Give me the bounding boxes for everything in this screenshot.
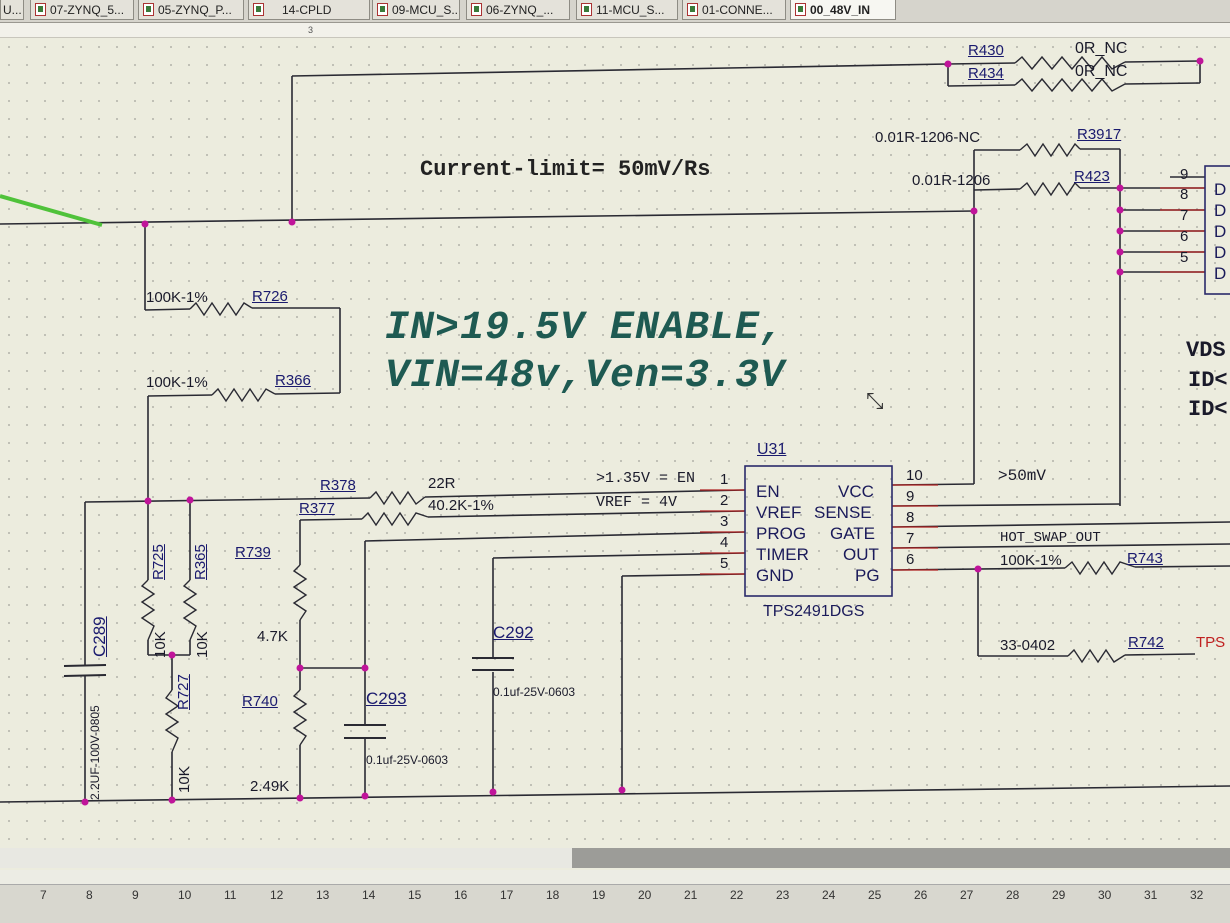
r739-symbol	[292, 564, 308, 621]
r3917-symbol	[1019, 142, 1081, 158]
ruler-mark: 3	[308, 25, 314, 35]
r434-symbol	[1014, 77, 1126, 93]
ruler-number: 11	[224, 888, 237, 902]
schematic-drawing	[0, 55, 1230, 806]
mosfet-body[interactable]	[1204, 165, 1230, 295]
top-ruler: 3	[0, 23, 1230, 38]
tab-00-48v-in[interactable]: 00_48V_IN	[790, 0, 896, 20]
horizontal-scrollbar[interactable]	[0, 848, 1230, 868]
ruler-number: 13	[316, 888, 330, 902]
c289-plate-bottom	[63, 674, 107, 677]
r378-symbol	[369, 490, 426, 506]
tab-label: 07-ZYNQ_5...	[50, 3, 125, 17]
scrollbar-thumb[interactable]	[572, 848, 1230, 868]
tab-label: 11-MCU_S...	[596, 3, 665, 17]
tab-label: U...	[3, 3, 22, 17]
tab-label: 00_48V_IN	[810, 3, 871, 17]
r727-symbol	[164, 689, 180, 753]
ruler-number: 18	[546, 888, 560, 902]
schematic-document-icon	[35, 3, 46, 16]
ruler-number: 28	[1006, 888, 1020, 902]
resistor-symbols	[140, 55, 1136, 753]
ruler-number: 26	[914, 888, 928, 902]
tab-11-mcu[interactable]: 11-MCU_S...	[576, 0, 678, 20]
ruler-number: 31	[1144, 888, 1158, 902]
wires	[0, 60, 1230, 803]
tab-07-zynq[interactable]: 07-ZYNQ_5...	[30, 0, 134, 20]
ruler-number: 20	[638, 888, 652, 902]
ruler-number: 22	[730, 888, 744, 902]
capacitor-symbols	[63, 657, 514, 739]
r430-symbol	[1014, 55, 1126, 71]
pin-stubs	[700, 187, 1205, 575]
schematic-document-icon	[253, 3, 264, 16]
ruler-number: 32	[1190, 888, 1204, 902]
bottom-ruler: 7 8 9 10 11 12 13 14 15 16 17 18 19 20 21 22 23 24 25 26 27 2…	[0, 884, 1230, 923]
schematic-document-icon	[795, 3, 806, 16]
ruler-number: 16	[454, 888, 468, 902]
tab-label: 05-ZYNQ_P...	[158, 3, 232, 17]
selected-wire[interactable]	[0, 194, 103, 227]
schematic-document-icon	[471, 3, 482, 16]
r740-symbol	[292, 689, 308, 746]
r365-symbol	[182, 579, 198, 641]
schematic-document-icon	[143, 3, 154, 16]
junction-dots	[81, 57, 1204, 806]
tab-01-conne[interactable]: 01-CONNE...	[682, 0, 786, 20]
tab-06-zynq[interactable]: 06-ZYNQ_...	[466, 0, 570, 20]
schematic-document-icon	[687, 3, 698, 16]
tab-label: 09-MCU_S...	[392, 3, 460, 17]
r742-symbol	[1067, 648, 1126, 664]
ruler-number: 17	[500, 888, 514, 902]
ruler-number: 23	[776, 888, 790, 902]
ruler-number: 9	[132, 888, 139, 902]
document-tab-bar: U... 07-ZYNQ_5... 05-ZYNQ_P... 14-CPLD 0…	[0, 0, 1230, 23]
ruler-number: 15	[408, 888, 422, 902]
r377-symbol	[361, 511, 429, 527]
ruler-number: 7	[40, 888, 47, 902]
r726-symbol	[189, 301, 253, 317]
tab-label: 14-CPLD	[282, 3, 332, 17]
r743-symbol	[1064, 560, 1136, 576]
tab-label: 01-CONNE...	[702, 3, 773, 17]
schematic-document-icon	[377, 3, 388, 16]
r423-symbol	[1019, 181, 1081, 197]
tab-09-mcu[interactable]: 09-MCU_S...	[372, 0, 460, 20]
u31-body[interactable]	[744, 465, 893, 597]
r366-symbol	[211, 387, 276, 403]
ruler-number: 25	[868, 888, 882, 902]
ruler-number: 24	[822, 888, 836, 902]
ruler-number: 12	[270, 888, 284, 902]
ruler-number: 21	[684, 888, 698, 902]
ruler-number: 10	[178, 888, 192, 902]
tab-label: 06-ZYNQ_...	[486, 3, 554, 17]
ruler-number: 29	[1052, 888, 1066, 902]
ruler-number: 8	[86, 888, 93, 902]
tab-u[interactable]: U...	[0, 0, 24, 20]
ruler-number: 19	[592, 888, 606, 902]
ruler-number: 14	[362, 888, 376, 902]
ruler-number: 30	[1098, 888, 1112, 902]
tab-14-cpld[interactable]: 14-CPLD	[248, 0, 370, 20]
tab-05-zynq[interactable]: 05-ZYNQ_P...	[138, 0, 244, 20]
ruler-number: 27	[960, 888, 974, 902]
schematic-document-icon	[581, 3, 592, 16]
r725-symbol	[140, 579, 156, 641]
schematic-canvas[interactable]: .t{position:absolute;white-space:nowrap;…	[0, 38, 1230, 870]
